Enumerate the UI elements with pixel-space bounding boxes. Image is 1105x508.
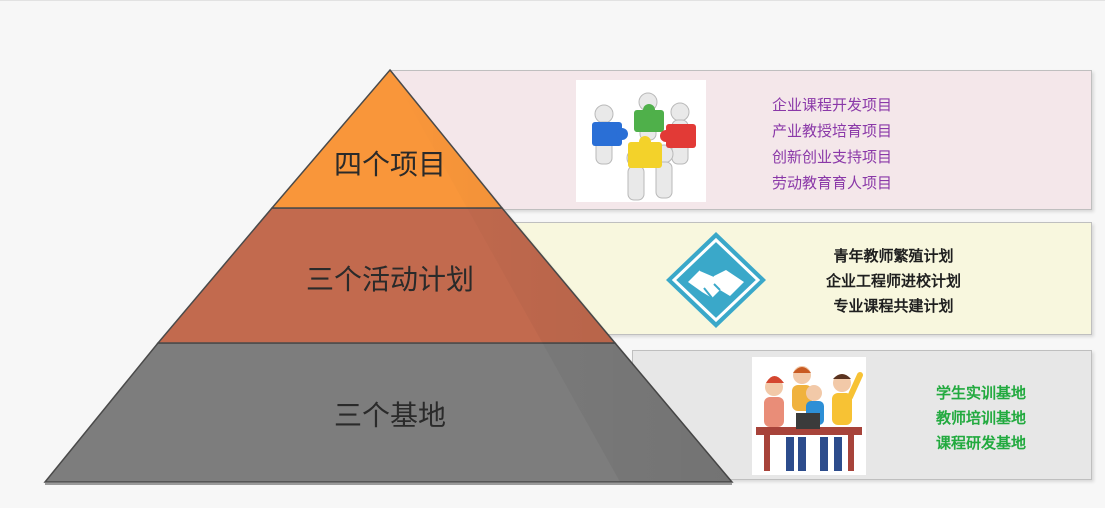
list-item: 学生实训基地 [936,384,1027,402]
handshake-icon [664,230,768,330]
activity-plans-list: 青年教师繁殖计划 企业工程师进校计划 专业课程共建计划 [826,244,961,319]
tier-label-activity-plans: 三个活动计划 [305,263,475,296]
team-people-icon [752,357,866,475]
list-item: 教师培训基地 [936,409,1027,427]
list-item: 劳动教育育人项目 [772,174,893,192]
tier-label-projects: 四个项目 [333,148,447,181]
list-item: 企业工程师进校计划 [826,272,962,290]
list-item: 青年教师繁殖计划 [833,247,954,265]
projects-list: 企业课程开发项目 产业教授培育项目 创新创业支持项目 劳动教育育人项目 [772,92,892,196]
list-item: 产业教授培育项目 [772,122,893,140]
list-item: 创新创业支持项目 [772,148,893,166]
puzzle-team-icon [576,80,706,202]
activity-plans-info-box [514,222,1092,335]
list-item: 企业课程开发项目 [772,96,893,114]
list-item: 课程研发基地 [936,434,1027,452]
projects-info-box [390,70,1092,210]
tier-label-bases: 三个基地 [333,399,447,432]
list-item: 专业课程共建计划 [833,297,954,315]
bases-list: 学生实训基地 教师培训基地 课程研发基地 [936,381,1026,456]
